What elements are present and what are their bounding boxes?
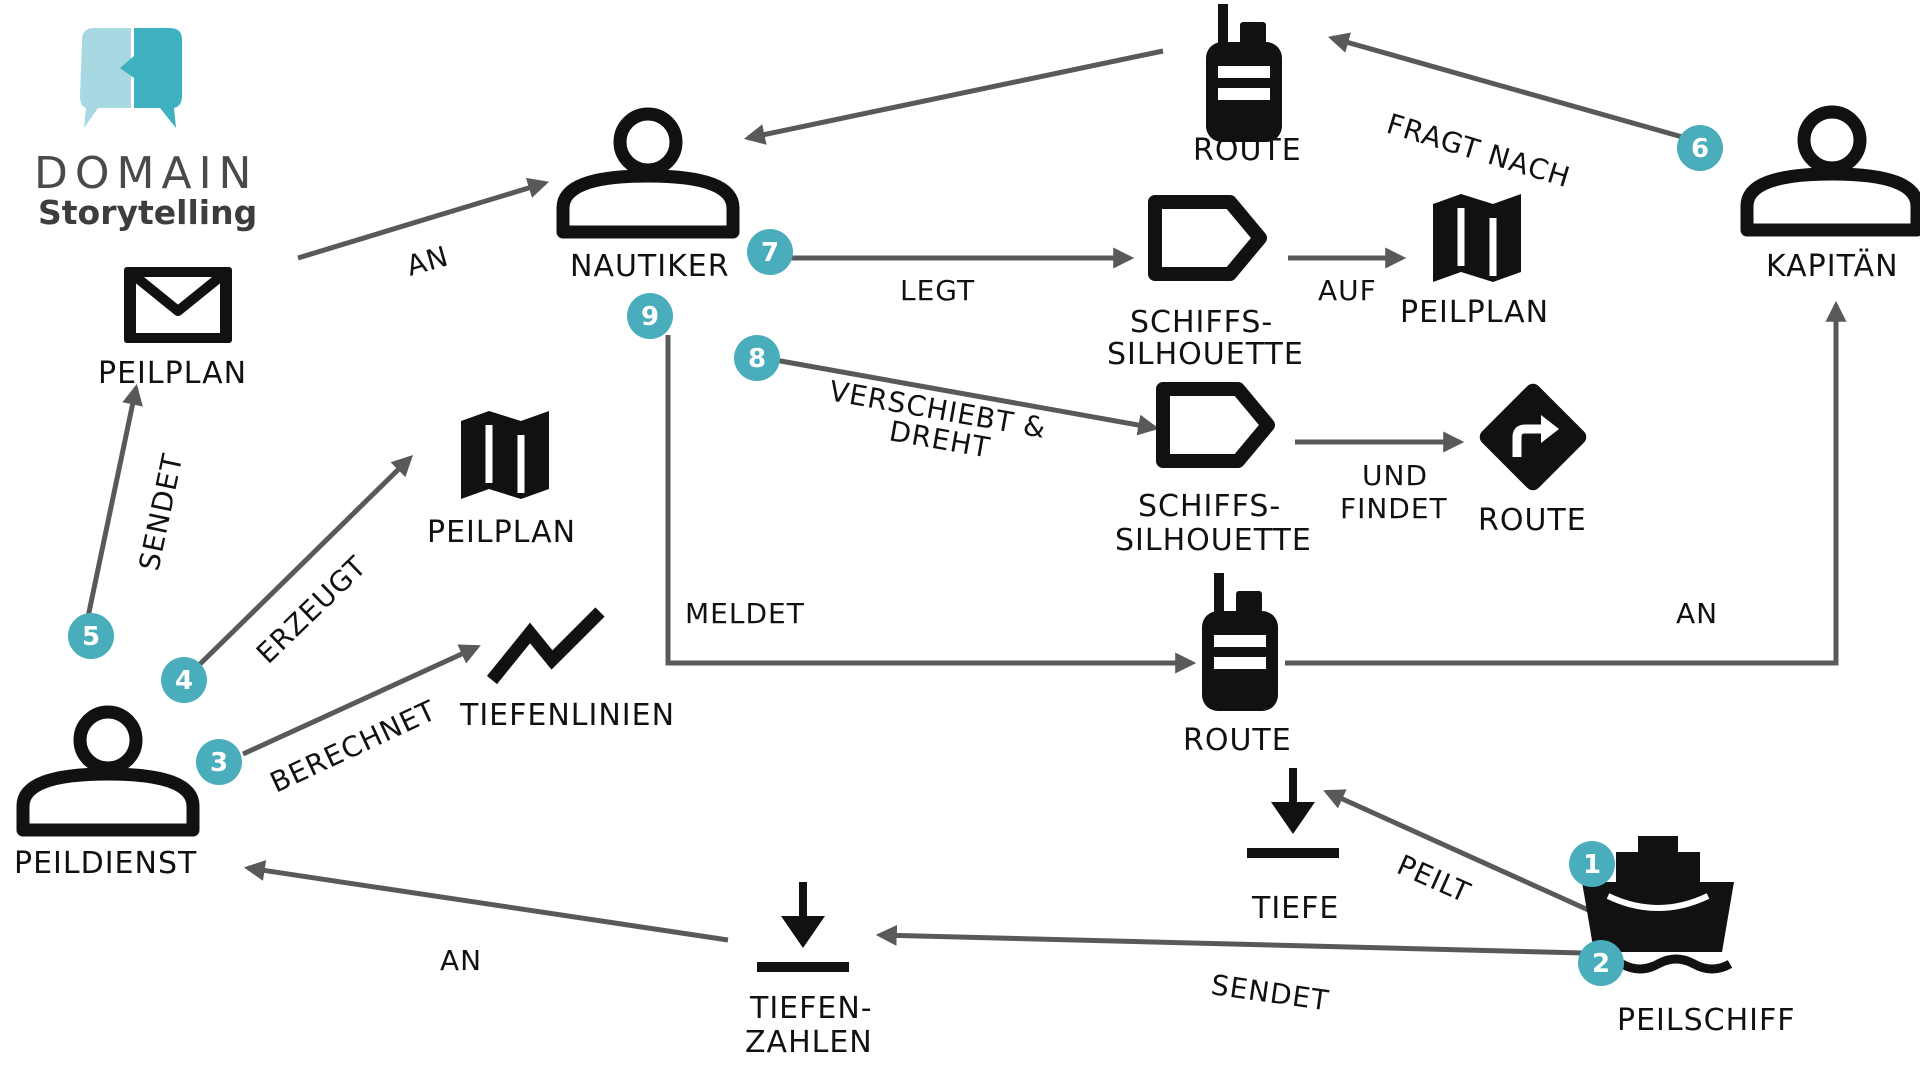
arrow-nautiker-to-silhouette2 (774, 357, 1160, 436)
trend-line-icon (486, 607, 605, 685)
relation-sendet-peilplan: SENDET (133, 450, 190, 573)
route-found-label: ROUTE (1478, 503, 1587, 538)
work-object-peilplan-map-left: PEILPLAN (427, 411, 576, 550)
step-badge-6: 6 (1677, 125, 1723, 171)
route-mid-label: ROUTE (1183, 723, 1292, 758)
tag-label-icon (1163, 389, 1268, 461)
arrow-tiefenzahlen-to-peildienst (243, 860, 729, 943)
work-object-peilplan-map-right: PEILPLAN (1400, 194, 1549, 330)
turn-right-sign-icon (1476, 380, 1589, 493)
depth-down-arrow-icon (1247, 768, 1339, 858)
tiefenzahlen-label-line1: TIEFEN- (749, 991, 873, 1026)
silhouette2-label-line2: SILHOUETTE (1115, 523, 1312, 558)
relation-fragt-nach: FRAGT NACH (1383, 107, 1574, 194)
peilplan-map-right-label: PEILPLAN (1400, 295, 1549, 330)
actor-peilschiff-label: PEILSCHIFF (1617, 1003, 1796, 1038)
step-badge-4: 4 (161, 657, 207, 703)
relation-auf: AUF (1318, 274, 1377, 307)
tiefenzahlen-label-line2: ZAHLEN (745, 1025, 873, 1060)
work-object-tiefe: TIEFE (1247, 768, 1339, 926)
arrow-route-to-kapitaen (1285, 300, 1847, 666)
silhouette1-label-line2: SILHOUETTE (1107, 337, 1304, 372)
work-object-silhouette2: SCHIFFS- SILHOUETTE (1115, 389, 1312, 558)
radio-walkie-talkie-icon (1206, 4, 1282, 142)
depth-down-arrow-icon (757, 882, 849, 972)
relation-meldet: MELDET (685, 597, 805, 630)
arrow-kapitaen-to-route (1327, 32, 1701, 145)
actor-person-icon (563, 114, 733, 232)
relation-berechnet: BERECHNET (265, 694, 442, 800)
tiefe-label: TIEFE (1251, 891, 1339, 926)
step-badge-8: 8 (734, 335, 780, 381)
radio-walkie-talkie-icon (1202, 573, 1278, 711)
relation-peilt: PEILT (1392, 848, 1475, 909)
actor-nautiker: NAUTIKER (563, 114, 733, 284)
work-object-peilplan-mail: PEILPLAN (98, 267, 247, 391)
step-badge-1: 1 (1569, 841, 1615, 887)
peilplan-mail-label: PEILPLAN (98, 356, 247, 391)
svg-text:2: 2 (1592, 949, 1610, 979)
svg-text:9: 9 (641, 302, 659, 332)
svg-text:8: 8 (748, 344, 766, 374)
svg-text:1: 1 (1583, 850, 1601, 880)
svg-text:4: 4 (175, 666, 193, 696)
step-badge-9: 9 (627, 293, 673, 339)
actor-person-icon (1747, 112, 1917, 230)
actor-nautiker-label: NAUTIKER (570, 249, 730, 284)
arrow-peildienst-to-peilplan-map (195, 455, 413, 669)
logo-title: DOMAIN (34, 148, 258, 199)
silhouette1-label-line1: SCHIFFS- (1130, 305, 1273, 340)
relation-legt: LEGT (900, 274, 975, 307)
relation-findet: FINDET (1340, 492, 1448, 525)
arrow-peilschiff-to-tiefenzahlen (875, 924, 1584, 956)
peilplan-map-left-label: PEILPLAN (427, 515, 576, 550)
step-badge-3: 3 (196, 739, 242, 785)
logo-subtitle: Storytelling (38, 193, 257, 232)
arrow-peildienst-to-tiefenlinien (241, 644, 481, 757)
domain-storytelling-logo: DOMAIN Storytelling (34, 28, 258, 232)
actor-peildienst: PEILDIENST (14, 712, 197, 881)
actor-peildienst-label: PEILDIENST (14, 846, 197, 881)
step-badges: 1 2 3 4 5 6 7 8 (68, 125, 1723, 986)
actor-peilschiff: PEILSCHIFF (1582, 836, 1796, 1038)
step-badge-5: 5 (68, 613, 114, 659)
route-top-label: ROUTE (1193, 133, 1302, 168)
work-object-tiefenlinien: TIEFENLINIEN (459, 607, 675, 733)
folded-map-icon (461, 411, 549, 499)
arrow-peilschiff-to-tiefe (1323, 789, 1597, 916)
relation-an-kapitaen: AN (1676, 597, 1718, 630)
arrow-route-to-nautiker (743, 48, 1164, 145)
svg-text:3: 3 (210, 748, 228, 778)
work-object-silhouette1: SCHIFFS- SILHOUETTE (1107, 202, 1304, 372)
relations (85, 32, 1847, 956)
actor-kapitaen-label: KAPITÄN (1766, 248, 1899, 284)
relation-an-nautiker: AN (403, 239, 453, 282)
actor-kapitaen: KAPITÄN (1747, 112, 1917, 284)
arrow-peilplan-to-nautiker (297, 177, 550, 261)
actor-person-icon (23, 712, 193, 830)
svg-text:5: 5 (82, 622, 100, 652)
relation-erzeugt: ERZEUGT (250, 550, 373, 671)
step-badge-2: 2 (1578, 940, 1624, 986)
silhouette2-label-line1: SCHIFFS- (1138, 489, 1281, 524)
tag-label-icon (1155, 202, 1260, 274)
svg-text:7: 7 (761, 238, 779, 268)
work-object-route-top: ROUTE (1193, 4, 1302, 168)
relation-und: UND (1362, 459, 1428, 492)
work-object-tiefenzahlen: TIEFEN- ZAHLEN (745, 882, 873, 1060)
tiefenlinien-label: TIEFENLINIEN (459, 698, 675, 733)
step-badge-7: 7 (747, 229, 793, 275)
envelope-icon (124, 267, 232, 343)
relation-an-peildienst: AN (440, 944, 482, 977)
speech-bubble-logo-icon (80, 28, 182, 128)
arrow-peildienst-to-peilplan-mail (85, 383, 143, 618)
work-object-route-mid: ROUTE (1183, 573, 1292, 758)
arrow-nautiker-to-route-mid (665, 335, 1197, 674)
svg-text:6: 6 (1691, 134, 1709, 164)
relation-sendet-tiefenzahlen: SENDET (1209, 968, 1331, 1017)
folded-map-icon (1433, 194, 1521, 282)
work-object-route-found: ROUTE (1476, 380, 1589, 538)
